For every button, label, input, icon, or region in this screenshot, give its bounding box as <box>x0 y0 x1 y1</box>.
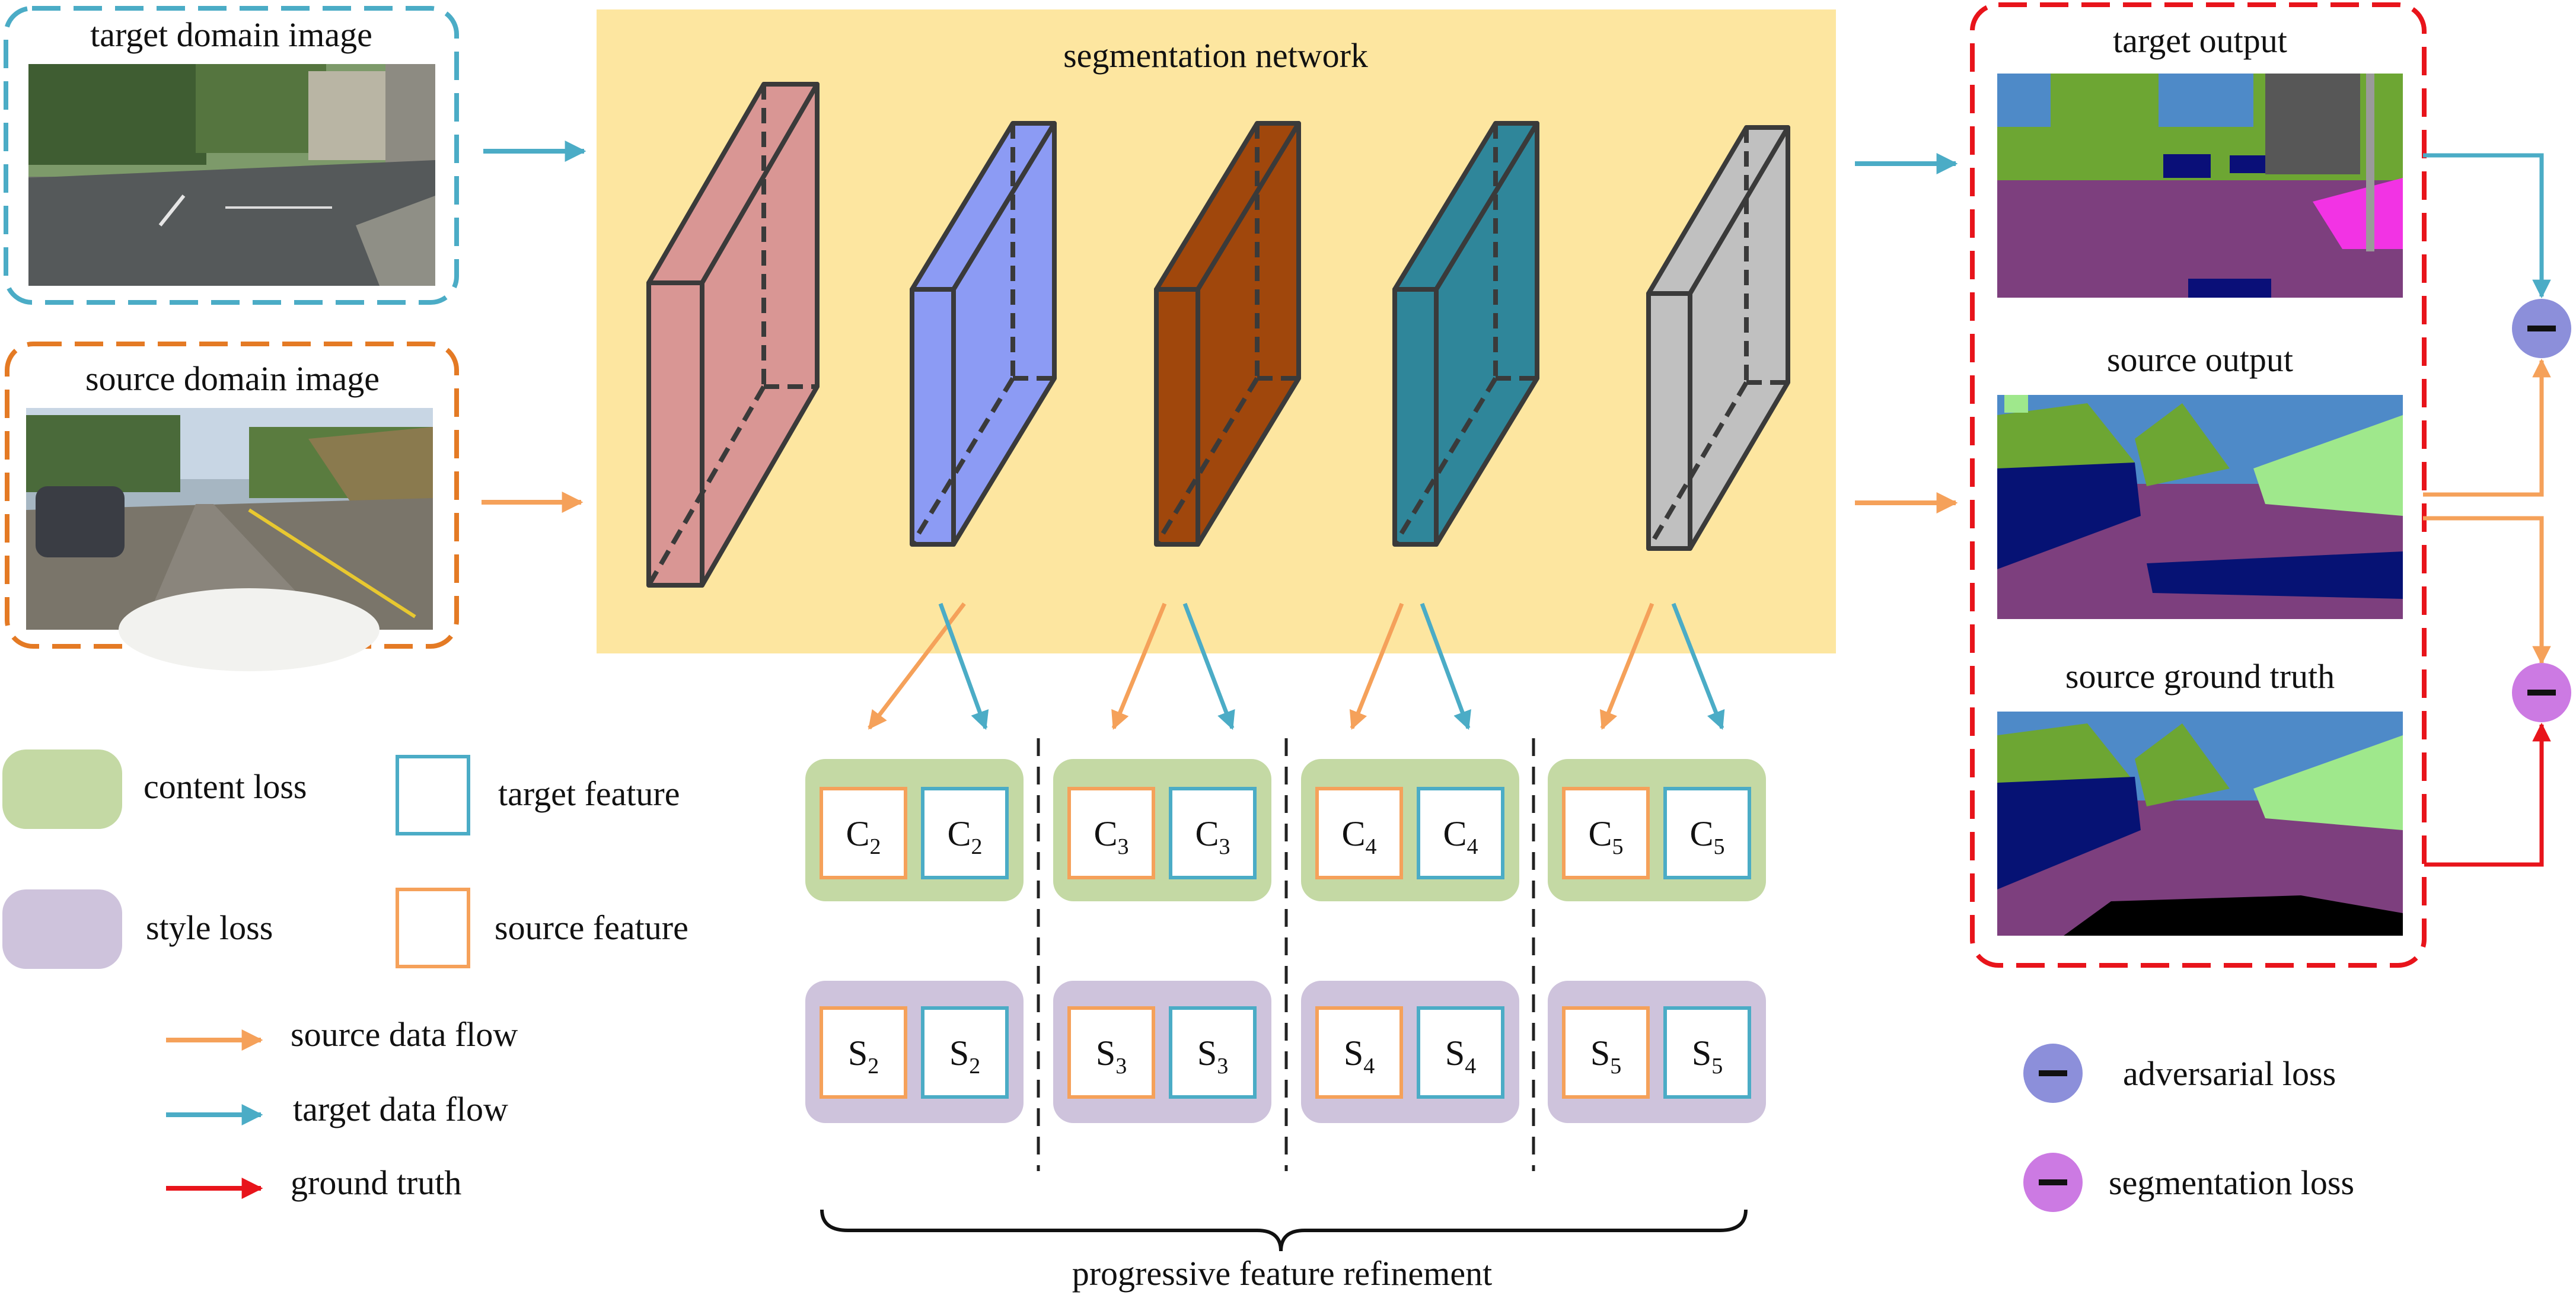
source-domain-title: source domain image <box>85 359 380 398</box>
source-output-map <box>1997 395 2403 619</box>
style-feature-source: S2 <box>848 1034 879 1079</box>
target-feature-box <box>921 787 1009 879</box>
target-feature-box <box>1417 1006 1504 1099</box>
target-feature-box <box>1169 787 1257 879</box>
source-feature-box <box>820 1006 907 1099</box>
group-separators <box>1037 738 1535 1171</box>
style-feature-source: S4 <box>1344 1034 1375 1079</box>
content-feature-target: C3 <box>1195 814 1230 859</box>
content-feature-source: C5 <box>1588 814 1623 859</box>
target-domain-title: target domain image <box>90 15 372 54</box>
output-panel: target output source output source gr <box>1970 2 2427 968</box>
content-feature-source: C2 <box>846 814 881 859</box>
style-feature-source: S3 <box>1096 1034 1127 1079</box>
conv-block-1 <box>646 82 820 588</box>
content-feature-target: C5 <box>1689 814 1724 859</box>
target-output-map <box>1992 74 2403 298</box>
source-feature-box <box>1067 1006 1155 1099</box>
source-domain-photo <box>26 408 433 671</box>
feature-group-5: C5 C5 S5 S5 <box>1548 759 1766 1123</box>
source-flow-label: source data flow <box>291 1015 518 1054</box>
style-loss-swatch <box>2 889 122 969</box>
feature-group-3: C3 C3 S3 S3 <box>1053 759 1271 1123</box>
conv-block-2 <box>910 121 1057 547</box>
source-feature-box <box>1067 787 1155 879</box>
target-feature-swatch <box>396 755 470 835</box>
style-feature-source: S5 <box>1590 1034 1621 1079</box>
conv-block-5 <box>1646 125 1790 551</box>
legend: content loss style loss target feature s… <box>2 750 2354 1212</box>
source-feature-box <box>820 787 907 879</box>
content-feature-target: C2 <box>947 814 982 859</box>
segmentation-loss-label: segmentation loss <box>2109 1163 2354 1202</box>
progressive-refinement-label: progressive feature refinement <box>1072 1254 1493 1293</box>
source-feature-box <box>1315 787 1403 879</box>
network-title: segmentation network <box>1063 36 1368 75</box>
adversarial-loss-node <box>2512 299 2571 358</box>
style-loss-label: style loss <box>146 908 273 947</box>
target-feature-box <box>1663 787 1751 879</box>
conv-block-3 <box>1154 121 1301 547</box>
source-output-title: source output <box>2107 340 2293 379</box>
style-feature-target: S2 <box>949 1034 980 1079</box>
source-feature-box <box>1562 1006 1650 1099</box>
source-ground-truth-title: source ground truth <box>2065 657 2335 696</box>
adversarial-loss-label: adversarial loss <box>2123 1054 2336 1093</box>
loss-connections <box>2423 153 2551 867</box>
target-feature-box <box>921 1006 1009 1099</box>
target-feature-box <box>1169 1006 1257 1099</box>
style-feature-target: S3 <box>1197 1034 1228 1079</box>
target-domain-panel: target domain image <box>4 6 459 305</box>
source-feature-label: source feature <box>495 908 688 947</box>
target-feature-box <box>1663 1006 1751 1099</box>
target-flow-label: target data flow <box>293 1090 508 1128</box>
source-feature-box <box>1315 1006 1403 1099</box>
conv-block-4 <box>1392 121 1539 547</box>
ground-truth-label: ground truth <box>291 1163 461 1202</box>
minus-icon <box>2039 1070 2067 1076</box>
minus-icon <box>2039 1179 2067 1185</box>
content-feature-target: C4 <box>1443 814 1478 859</box>
target-domain-photo <box>28 64 435 286</box>
style-feature-target: S4 <box>1445 1034 1476 1079</box>
source-ground-truth-map <box>1997 712 2403 936</box>
source-feature-box <box>1562 787 1650 879</box>
refinement-brace <box>820 1209 1748 1252</box>
source-domain-panel: source domain image <box>5 342 459 671</box>
style-feature-target: S5 <box>1692 1034 1723 1079</box>
source-feature-swatch <box>396 888 470 968</box>
segmentation-loss-node <box>2512 663 2571 722</box>
content-feature-source: C4 <box>1341 814 1376 859</box>
target-feature-label: target feature <box>498 774 680 813</box>
target-output-title: target output <box>2113 21 2287 60</box>
content-feature-source: C3 <box>1093 814 1128 859</box>
target-feature-box <box>1417 787 1504 879</box>
feature-group-2: C2 C2 S2 S2 <box>805 759 1024 1123</box>
content-loss-label: content loss <box>144 767 307 806</box>
content-loss-swatch <box>2 750 122 829</box>
segmentation-network: segmentation network <box>597 9 1836 653</box>
feature-group-4: C4 C4 S4 S4 <box>1301 759 1519 1123</box>
feature-arrows <box>868 602 1725 730</box>
